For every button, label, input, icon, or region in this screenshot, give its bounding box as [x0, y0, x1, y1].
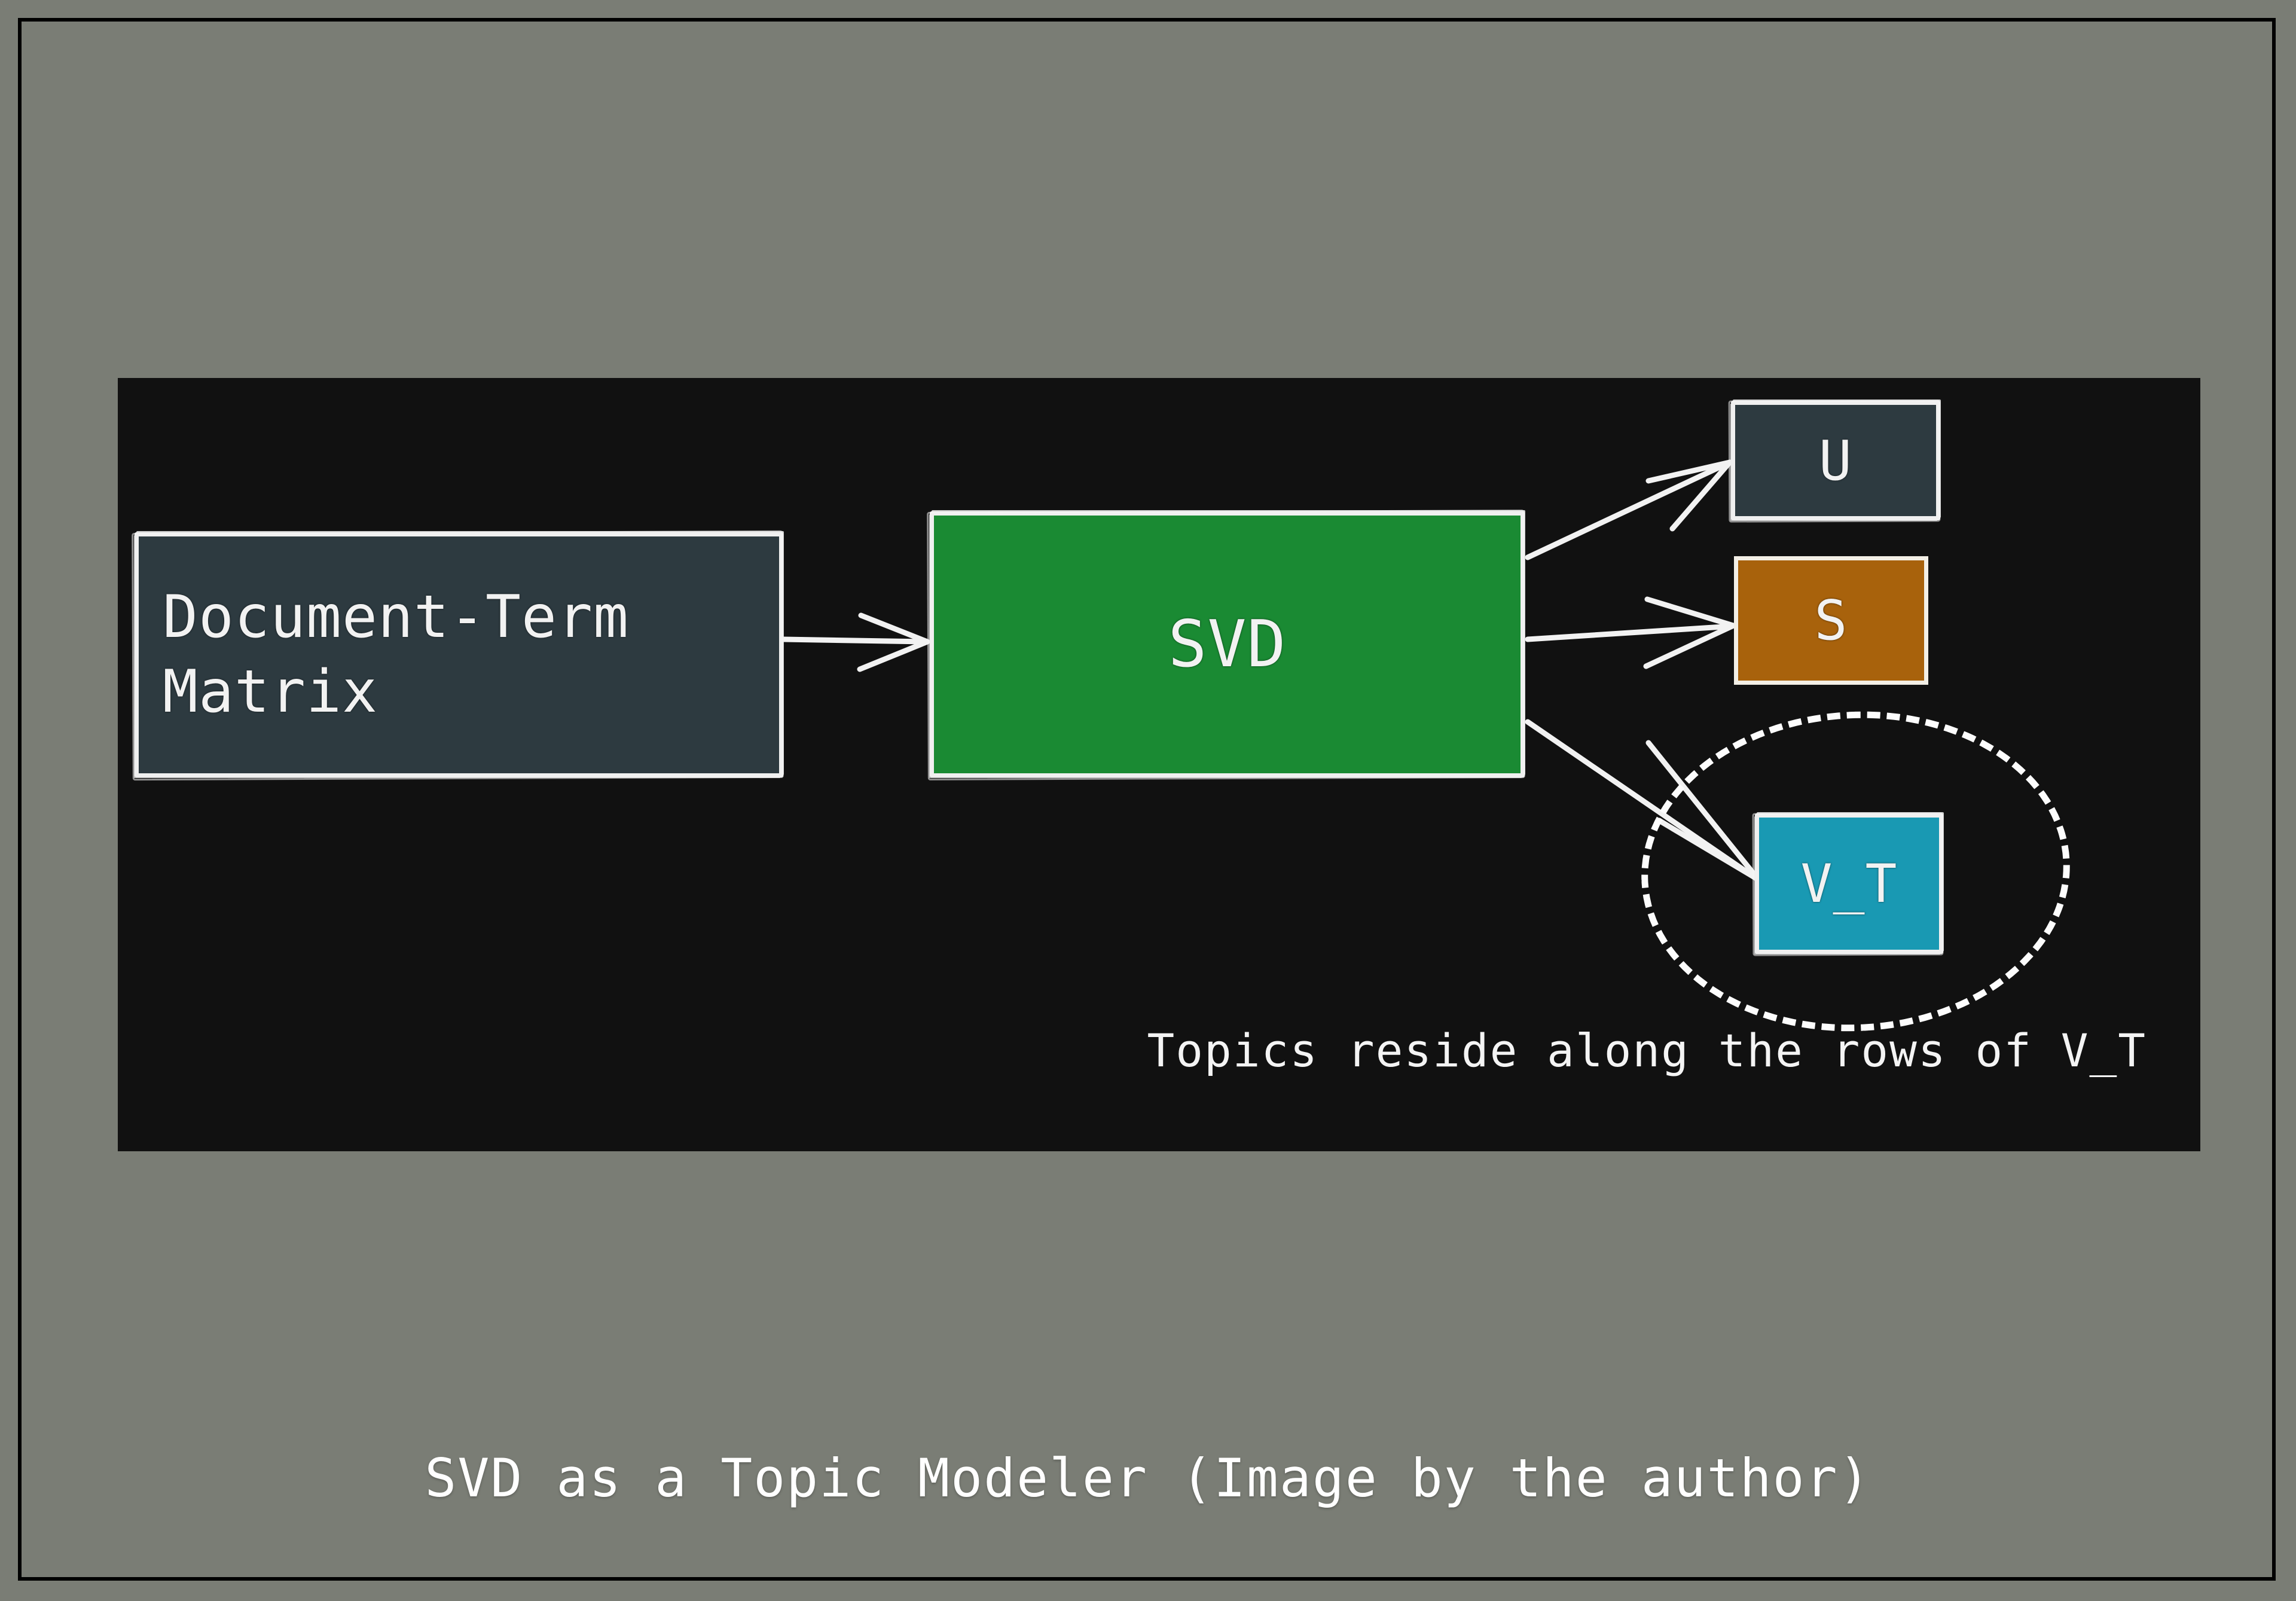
- arrow-input-to-svd: [780, 636, 929, 645]
- node-vt[interactable]: V_T: [1755, 813, 1943, 954]
- node-label-u: U: [1818, 428, 1853, 493]
- arrow-svd-to-s: [1525, 623, 1735, 642]
- node-svd[interactable]: SVD: [930, 511, 1525, 777]
- panel-annotation: Topics reside along the rows of V_T: [1147, 1024, 2147, 1077]
- arrow-svd-to-u: [1525, 460, 1732, 560]
- node-label-s: S: [1814, 588, 1848, 652]
- node-label-vt: V_T: [1800, 853, 1898, 914]
- node-document-term-matrix[interactable]: Document-Term Matrix: [135, 532, 783, 777]
- node-u[interactable]: U: [1731, 401, 1940, 520]
- diagram-panel: Document-Term Matrix SVD U S V_T Topics …: [118, 378, 2200, 1151]
- figure-caption: SVD as a Topic Modeler (Image by the aut…: [425, 1447, 1871, 1509]
- node-label-svd: SVD: [1168, 607, 1287, 682]
- node-label-input: Document-Term Matrix: [163, 583, 630, 726]
- node-s[interactable]: S: [1734, 556, 1928, 685]
- arrow-svd-to-vt: [1525, 719, 1760, 882]
- outer-frame: [18, 18, 2276, 1581]
